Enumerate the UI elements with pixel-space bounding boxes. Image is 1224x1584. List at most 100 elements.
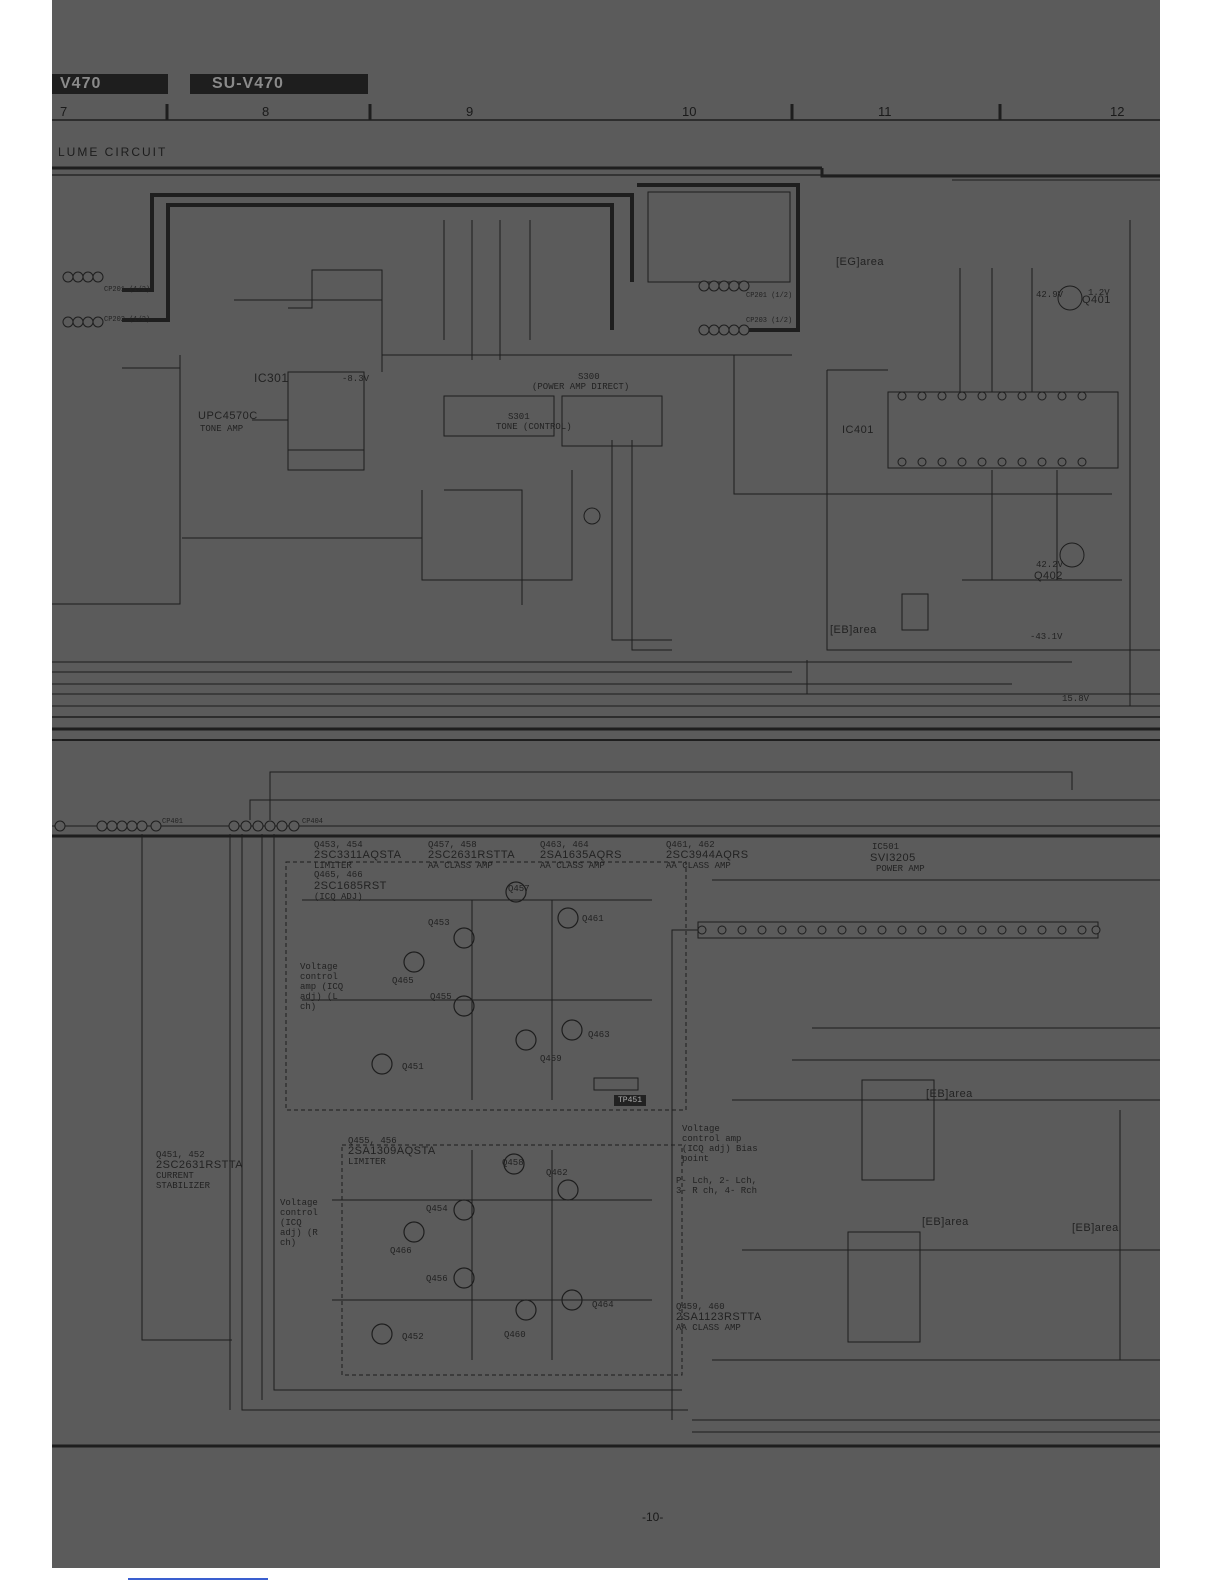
connector-label: CP202 (1/2) [104,316,151,324]
transistor-label: Q455 [430,992,452,1002]
connector-label: CP201 (1/2) [746,292,793,300]
transistor-label: Q454 [426,1204,448,1214]
transistor-label: Q460 [504,1330,526,1340]
test-point-pins [593,1077,639,1091]
group-desc: (ICQ ADJ) [314,892,363,902]
group-refs: Q451, 452 [156,1150,205,1160]
zone-label: 7 [60,104,68,119]
voltage-label: 42.9V [1036,290,1064,300]
s301-ref: S301 [508,412,530,422]
wire-group-top [52,166,1160,731]
link-underline[interactable] [128,1578,268,1580]
group-desc: LIMITER [348,1157,386,1167]
s301-desc: TONE (CONTROL) [496,422,572,432]
group-desc: AA CLASS AMP [540,861,605,871]
ic301-desc: TONE AMP [200,424,244,434]
group-desc: AA CLASS AMP [428,861,493,871]
q402-label: Q402 [1034,570,1063,582]
group-part: 2SC1685RST [314,880,387,892]
section-title: LUME CIRCUIT [58,145,168,159]
connector-label: CP404 [302,818,324,826]
transistor-label: Q457 [508,884,530,894]
group-refs: Q465, 466 [314,870,363,880]
voltage-label: -43.1V [1030,632,1063,642]
model-tab-right: SU-V470 [190,74,368,94]
voltage-label: 15.8V [1062,694,1090,704]
group-desc: AA CLASS AMP [676,1323,741,1333]
group-desc: AA CLASS AMP [666,861,731,871]
ic501-ref: IC501 [872,842,900,852]
page-number: -10- [642,1510,664,1524]
model-tab-left: V470 [52,74,168,94]
ic401-ref: IC401 [842,424,874,436]
voltage-label: 42.2V [1036,560,1064,570]
transistor-label: Q466 [390,1246,412,1256]
group-refs: Q459, 460 [676,1302,725,1312]
group-part: 2SA1123RSTTA [676,1311,762,1323]
group-part: 2SC2631RSTTA [156,1159,244,1171]
group-desc: CURRENT STABILIZER [156,1171,211,1191]
ic401-pins [897,391,1087,467]
ic501-desc: POWER AMP [876,864,925,874]
group-part: 2SA1309AQSTA [348,1145,436,1157]
zone-label: 12 [1110,104,1125,119]
connector-cp203 [698,280,750,336]
group-part: 2SC3944AQRS [666,849,749,861]
ic501-part: SVI3205 [870,852,916,864]
transistor-label: Q456 [426,1274,448,1284]
zone-label: 11 [878,104,892,119]
q401-label: Q401 [1082,294,1111,306]
group-part: 2SA1635AQRS [540,849,622,861]
circuit-wiring [52,166,1160,1448]
note-channel: P- Lch, 2- Lch, 3- R ch, 4- Rch [676,1176,758,1196]
zone-label: 8 [262,104,270,119]
group-refs: Q453, 454 [314,840,363,850]
voltage-label: 1.2V [1088,288,1110,298]
connector-cp401 [54,820,162,832]
zone-label: 10 [682,104,697,119]
eb-area-label: [EB]area [926,1088,973,1100]
group-desc: LIMITER [314,861,352,871]
eb-area-label: [EB]area [1072,1222,1119,1234]
group-refs: Q463, 464 [540,840,589,850]
transistor-label: Q465 [392,976,414,986]
transistor-label: Q462 [546,1168,568,1178]
schematic-sheet: V470 SU-V470 7 8 9 10 11 12 LUME CIRCUIT [52,0,1160,1568]
connector-cp201 [62,271,104,328]
zone-scale [52,104,1160,121]
transistor-symbols-top [583,285,1085,568]
transistor-label: Q463 [588,1030,610,1040]
connector-cp404 [228,820,300,832]
transistor-label: Q452 [402,1332,424,1342]
ic301-part: UPC4570C [198,410,258,422]
zone-label: 9 [466,104,474,119]
transistor-label: Q461 [582,914,604,924]
connector-label: CP203 (1/2) [746,317,793,325]
group-part: 2SC3311AQSTA [314,849,402,861]
connector-label: CP201 (1/2) [104,286,151,294]
group-part: 2SC2631RSTTA [428,849,516,861]
connector-label: CP401 [162,818,184,826]
wire-group-bottom [52,739,1160,1448]
transistor-symbols-bottom [371,881,583,1345]
transistor-label: Q459 [540,1054,562,1064]
test-point-tag: TP451 [614,1095,647,1106]
group-refs: Q461, 462 [666,840,715,850]
note-vca-l: Voltage control amp (ICQ adj) (L ch) [300,962,344,1012]
voltage-label: -8.3V [342,374,370,384]
group-refs: Q457, 458 [428,840,477,850]
ic501-pins [697,925,1101,935]
note-vca-r: Voltage control (ICQ adj) (R ch) [280,1198,318,1248]
s300-ref: S300 [578,372,600,382]
eg-area-label: [EG]area [836,256,885,268]
group-refs: Q455, 456 [348,1136,397,1146]
eb-area-label: [EB]area [922,1216,969,1228]
transistor-label: Q451 [402,1062,424,1072]
transistor-label: Q453 [428,918,450,928]
note-vca-bias: Voltage control amp (ICQ adj) Bias point [682,1124,758,1164]
transistor-label: Q464 [592,1300,614,1310]
ic301-ref: IC301 [254,371,289,385]
s300-desc: (POWER AMP DIRECT) [532,382,630,392]
transistor-label: Q458 [502,1158,524,1168]
eb-area-label: [EB]area [830,624,877,636]
